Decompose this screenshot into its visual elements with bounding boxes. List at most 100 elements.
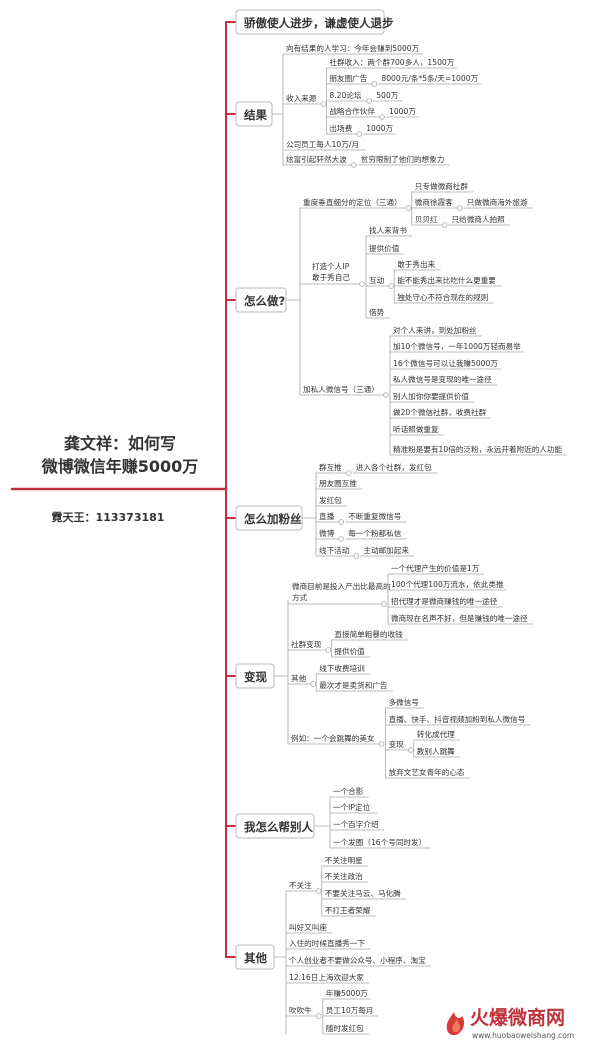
leaf-label: 微商目前是投入产出比最高的 (292, 581, 391, 591)
leaf-label: 提供价值 (369, 243, 400, 253)
leaf-label: 1000万 (366, 124, 393, 133)
collapse-dot[interactable] (379, 114, 385, 120)
leaf-label: 16个微信号可以让我赚5000万 (393, 358, 498, 368)
collapse-dot[interactable] (315, 1013, 322, 1019)
leaf-label: 不关注明星 (325, 855, 363, 865)
branch-label: 我怎么帮别人 (244, 820, 313, 834)
leaf-label: 一个代理产生的价值是1万 (391, 563, 480, 573)
leaf-label: 发红包 (319, 495, 342, 505)
branch-label: 变现 (244, 670, 267, 684)
watermark-logo: 火爆微商网 www.huobaoweishang.com (440, 998, 598, 1042)
leaf-label: 对个人来讲，到处加粉丝 (393, 325, 477, 335)
leaf-label: 1000万 (389, 107, 416, 116)
branch-label: 结果 (243, 108, 267, 122)
collapse-dot[interactable] (371, 81, 378, 87)
leaf-label: 收入来源 (286, 93, 317, 103)
leaf-label: 敢于秀自己 (312, 272, 350, 282)
branch-box[interactable] (235, 9, 385, 35)
flame-icon (446, 1012, 465, 1036)
collapse-dot[interactable] (353, 553, 360, 559)
leaf-label: 直播 (319, 511, 335, 521)
collapse-dot[interactable] (405, 205, 412, 211)
collapse-dot[interactable] (338, 536, 345, 542)
leaf-label: 12.16日上海欢迎大家 (289, 972, 364, 982)
leaf-label: 不要关注马云、马化腾 (325, 888, 401, 898)
leaf-label: 教别人跳舞 (417, 746, 455, 756)
collapse-dot[interactable] (338, 519, 345, 525)
collapse-dot[interactable] (456, 205, 463, 211)
branch-4[interactable]: 怎么加粉丝群互推进入各个社群，发红包朋友圈互推发红包直播不断重复微信号微博每一个… (225, 462, 438, 559)
leaf-label: 公司员工每人10万/月 (286, 139, 359, 149)
leaf-label: 不打王者荣耀 (325, 905, 371, 915)
leaf-label: 一个百字介绍 (333, 819, 379, 829)
collapse-dot[interactable] (359, 281, 365, 287)
leaf-label: 只专做微商社群 (415, 181, 469, 191)
leaf-label: 叫好又叫座 (289, 922, 327, 932)
leaf-label: 社群收入：两个群700多人，1500万 (329, 57, 454, 67)
leaf-label: 私人微信号是变现的唯一途径 (393, 374, 492, 384)
leaf-label: 8.20论坛 (329, 90, 362, 100)
leaf-label: 其他 (291, 673, 307, 683)
branch-5[interactable]: 变现微商目前是投入产出比最高的方式一个代理产生的价值是1万100个代理100万流… (225, 563, 534, 779)
collapse-dot[interactable] (383, 392, 389, 398)
leaf-label: 不断重复微信号 (348, 511, 402, 521)
leaf-label: 加私人微信号（三通） (303, 384, 379, 394)
root-title-line-1: 龚文祥：如何写 (64, 434, 176, 453)
leaf-label: 打造个人IP (312, 261, 350, 271)
leaf-label: 贫穷限制了他们的想象力 (361, 154, 445, 164)
collapse-dot[interactable] (310, 681, 317, 687)
leaf-label: 线下活动 (319, 545, 350, 555)
leaf-label: 朋友圈广告 (329, 73, 367, 83)
leaf-label: 加10个微信号，一年1000万轻而易举 (393, 341, 521, 351)
leaf-label: 微商徐霞客 (415, 197, 453, 207)
leaf-label: 能不能秀出来比吃什么更重要 (397, 275, 496, 285)
leaf-label: 社群变现 (291, 639, 322, 649)
leaf-label: 向有结果的人学习：今年会赚到5000万 (286, 43, 420, 53)
collapse-dot[interactable] (356, 131, 363, 137)
collapse-dot[interactable] (378, 741, 385, 747)
branch-label: 怎么做? (244, 294, 285, 308)
branch-1[interactable]: 骄傲使人进步，谦虚使人退步 (225, 9, 394, 35)
collapse-dot[interactable] (441, 222, 448, 228)
leaf-label: 炫富引起轩然大波 (286, 154, 347, 164)
leaf-label: 招代理才是微商赚钱的唯一途径 (391, 596, 498, 606)
collapse-dot[interactable] (315, 888, 322, 894)
collapse-dot[interactable] (388, 283, 395, 289)
leaf-label: 一个发圈（16个号同时发） (333, 837, 426, 847)
collapse-dot[interactable] (320, 101, 327, 107)
watermark-brand: 火爆微商网 (470, 1006, 565, 1029)
leaf-label: 不关注 (289, 880, 312, 890)
leaf-label: 只做微商海外旅游 (467, 197, 528, 207)
leaf-label: 朋友圈互推 (319, 478, 357, 488)
root-author: 霓天王：113373181 (52, 510, 165, 524)
watermark-url: www.huobaoweishang.com (472, 1031, 574, 1040)
collapse-dot[interactable] (366, 98, 373, 104)
leaf-label: 敢于秀出来 (397, 259, 435, 269)
branch-7[interactable]: 其他不关注不关注明星不关注政治不要关注马云、马化腾不打王者荣耀叫好又叫座入住的时… (225, 855, 432, 1035)
leaf-label: 随时发红包 (326, 1023, 364, 1033)
collapse-dot[interactable] (325, 647, 332, 653)
leaf-label: 互动 (369, 275, 385, 285)
collapse-dot[interactable] (381, 601, 387, 607)
leaf-label: 只给微商人拍照 (452, 214, 506, 224)
leaf-label: 线下收费培训 (319, 663, 365, 673)
leaf-label: 别人加你你要提供价值 (393, 391, 469, 401)
collapse-dot[interactable] (407, 747, 414, 753)
branch-3[interactable]: 怎么做?重度垂直细分的定位（三通）只专做微商社群微商徐霞客只做微商海外旅游贝贝红… (225, 181, 567, 456)
leaf-label: 战略合作伙伴 (329, 106, 375, 116)
leaf-label: 重度垂直细分的定位（三通） (303, 197, 402, 207)
leaf-label: 一个IP定位 (333, 802, 371, 812)
collapse-dot[interactable] (350, 162, 357, 168)
leaf-label: 年赚5000万 (326, 988, 369, 998)
collapse-dot[interactable] (345, 470, 352, 476)
leaf-label: 变现 (389, 739, 405, 749)
branch-label: 其他 (244, 951, 267, 965)
branch-label: 骄傲使人进步，谦虚使人退步 (243, 16, 394, 30)
leaf-label: 放弃文艺女青年的心态 (389, 767, 465, 777)
leaf-label: 独处守心不符合现在的规则 (397, 292, 488, 302)
